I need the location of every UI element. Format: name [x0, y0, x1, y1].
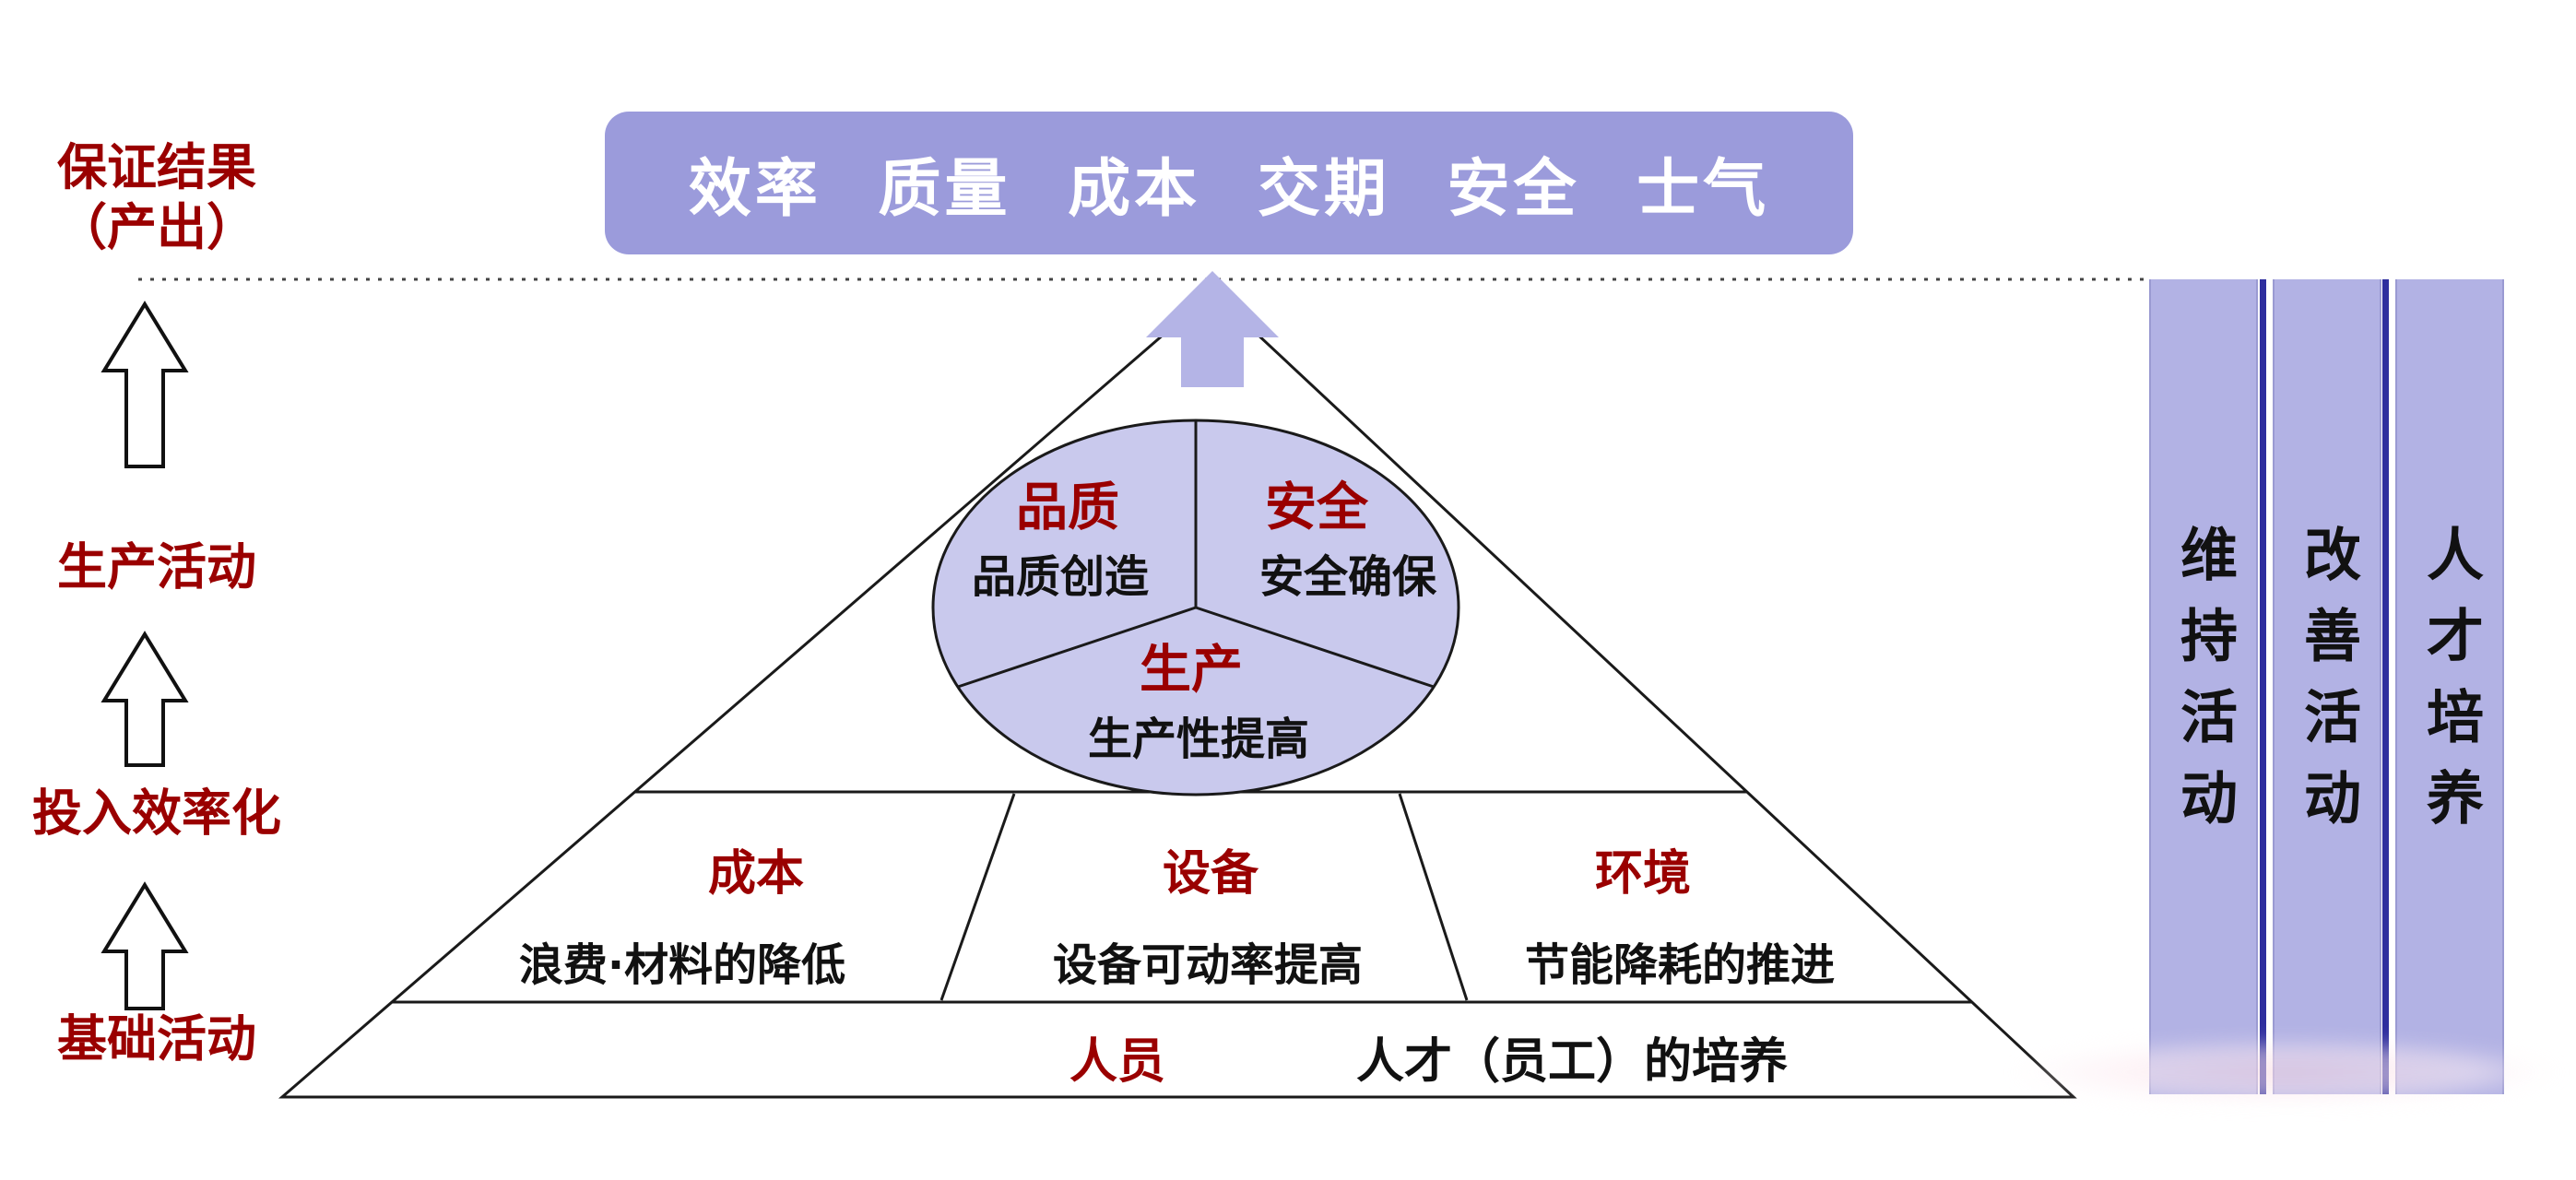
equipment-title: 设备	[1162, 845, 1259, 902]
quality-title: 品质	[1016, 478, 1119, 538]
circle-sector-line-right	[1195, 606, 1435, 689]
cost-title: 成本	[707, 845, 805, 902]
safety-title: 安全	[1265, 478, 1368, 538]
environment-title: 环境	[1594, 845, 1692, 902]
column-maintain-activity: 维持活动	[2149, 279, 2258, 1094]
column-divider-line-1	[2260, 279, 2266, 1094]
up-arrow-icon-2	[100, 631, 189, 767]
column-talent-training: 人才培养	[2395, 279, 2504, 1094]
apex-up-arrow-icon	[1146, 271, 1279, 387]
column-divider-line-2	[2382, 279, 2389, 1094]
column-maintain-label: 维持活动	[2170, 525, 2238, 849]
middle-band-divider-right	[1398, 793, 1469, 1001]
personnel-subtitle: 人才（员工）的培养	[1355, 1033, 1789, 1090]
circle-sector-line-left	[957, 606, 1197, 689]
column-improve-label: 改善活动	[2294, 525, 2361, 849]
up-arrow-icon-3	[100, 881, 189, 1010]
results-banner: 效率 质量 成本 交期 安全 士气	[605, 112, 1853, 254]
up-arrow-icon-1	[100, 301, 189, 468]
column-talent-label: 人才培养	[2416, 525, 2484, 849]
stage-label-input-efficiency: 投入效率化	[32, 784, 281, 843]
result-output-label: 保证结果 （产出）	[57, 138, 256, 256]
equipment-subtitle: 设备可动率提高	[1052, 939, 1364, 992]
cost-subtitle: 浪费·材料的降低	[518, 939, 846, 992]
personnel-title: 人员	[1069, 1033, 1166, 1090]
production-title: 生产	[1140, 640, 1243, 701]
pyramid-outline	[278, 289, 2077, 1099]
quality-subtitle: 品质创造	[971, 551, 1150, 604]
results-banner-label: 效率 质量 成本 交期 安全 士气	[688, 153, 1770, 226]
middle-band-divider-left	[939, 793, 1016, 1001]
production-subtitle: 生产性提高	[1087, 714, 1310, 766]
stage-label-production-activity: 生产活动	[57, 537, 256, 596]
column-improve-activity: 改善活动	[2273, 279, 2381, 1094]
safety-subtitle: 安全确保	[1258, 551, 1437, 604]
environment-subtitle: 节能降耗的推进	[1524, 939, 1836, 992]
stage-label-basic-activity: 基础活动	[57, 1009, 256, 1068]
